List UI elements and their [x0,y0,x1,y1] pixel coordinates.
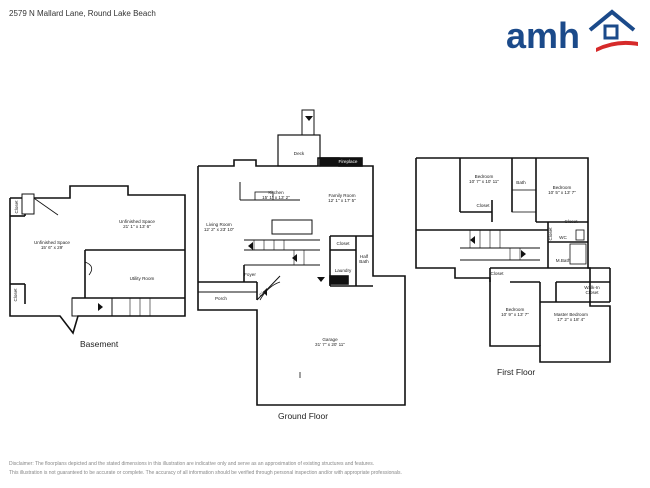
room-half-bath-2: Bath [359,259,369,264]
room-ground-closet: Closet [336,241,350,246]
room-garage: Garage [322,337,338,342]
house-roof-icon [588,9,636,32]
dims-bedroom-1: 10' 7" x 10' 11" [469,179,499,184]
room-closet-c: Closet [548,227,553,241]
stair-arrows [98,116,526,311]
house-door-icon [603,24,619,40]
dims-family: 12' 1" x 17' 5" [328,198,356,203]
dims-master: 17' 2" x 18' 4" [557,317,585,322]
ground-floor-plan [197,109,406,406]
room-unfinished-upper: Unfinished Space [119,219,155,224]
room-laundry: Laundry [335,268,352,273]
dims-unfinished-upper: 21' 1" x 13' 6" [123,224,151,229]
ground-floor-label: Ground Floor [278,411,329,421]
disclaimer: Disclaimer: The floorplans depicted and … [9,460,402,477]
room-half-bath-1: Half [360,254,369,259]
room-bedroom-1: Bedroom [475,174,494,179]
amh-logo: amh [506,9,638,54]
room-ground-closet-small: Clo. [258,288,267,297]
dims-living: 12' 2" x 23' 10" [204,227,235,232]
room-master: Master Bedroom [554,312,588,317]
room-porch: Porch [215,296,227,301]
room-family: Family Room [328,193,355,198]
room-utility: Utility Room [130,276,155,281]
room-kitchen: Kitchen [268,190,284,195]
room-bedroom-3: Bedroom [506,307,525,312]
basement-plan [9,185,186,335]
room-walkin-2: Closet [585,290,599,295]
dims-bedroom-3: 10' 9" x 13' 7" [501,312,529,317]
room-wc: WC [559,235,567,240]
property-address: 2579 N Mallard Lane, Round Lake Beach [9,9,156,18]
room-walkin-1: Walk-In [584,285,600,290]
room-fireplace: Fireplace [339,159,358,164]
room-living: Living Room [206,222,232,227]
disclaimer-line-2: This illustration is not guaranteed to b… [9,469,402,476]
room-closet-d: Closet [490,271,504,276]
room-closet-b: Closet [564,219,578,224]
room-basement-closet-bottom: Closet [13,288,18,302]
disclaimer-line-1: Disclaimer: The floorplans depicted and … [9,461,375,467]
basement-label: Basement [80,339,119,349]
room-unfinished-main: Unfinished Space [34,240,70,245]
room-closet-a: Closet [476,203,490,208]
room-bath: Bath [516,180,526,185]
room-deck: Deck [294,151,305,156]
dims-kitchen: 15' 1" x 13' 2" [262,195,290,200]
dims-garage: 31' 7" x 20' 11" [315,342,345,347]
first-floor-plan [415,157,611,363]
logo-swoosh [596,40,638,52]
logo-text: amh [506,15,580,54]
dims-bedroom-2: 10' 5" x 13' 7" [548,190,576,195]
room-foyer: Foyer [244,272,256,277]
stairs-hatching [129,230,521,316]
room-bedroom-2: Bedroom [553,185,572,190]
room-mbath: M.Bath [556,258,571,263]
room-basement-closet-top: Closet [14,200,19,214]
first-floor-label: First Floor [497,367,536,377]
dims-unfinished-main: 15' 6" x 29' [41,245,63,250]
